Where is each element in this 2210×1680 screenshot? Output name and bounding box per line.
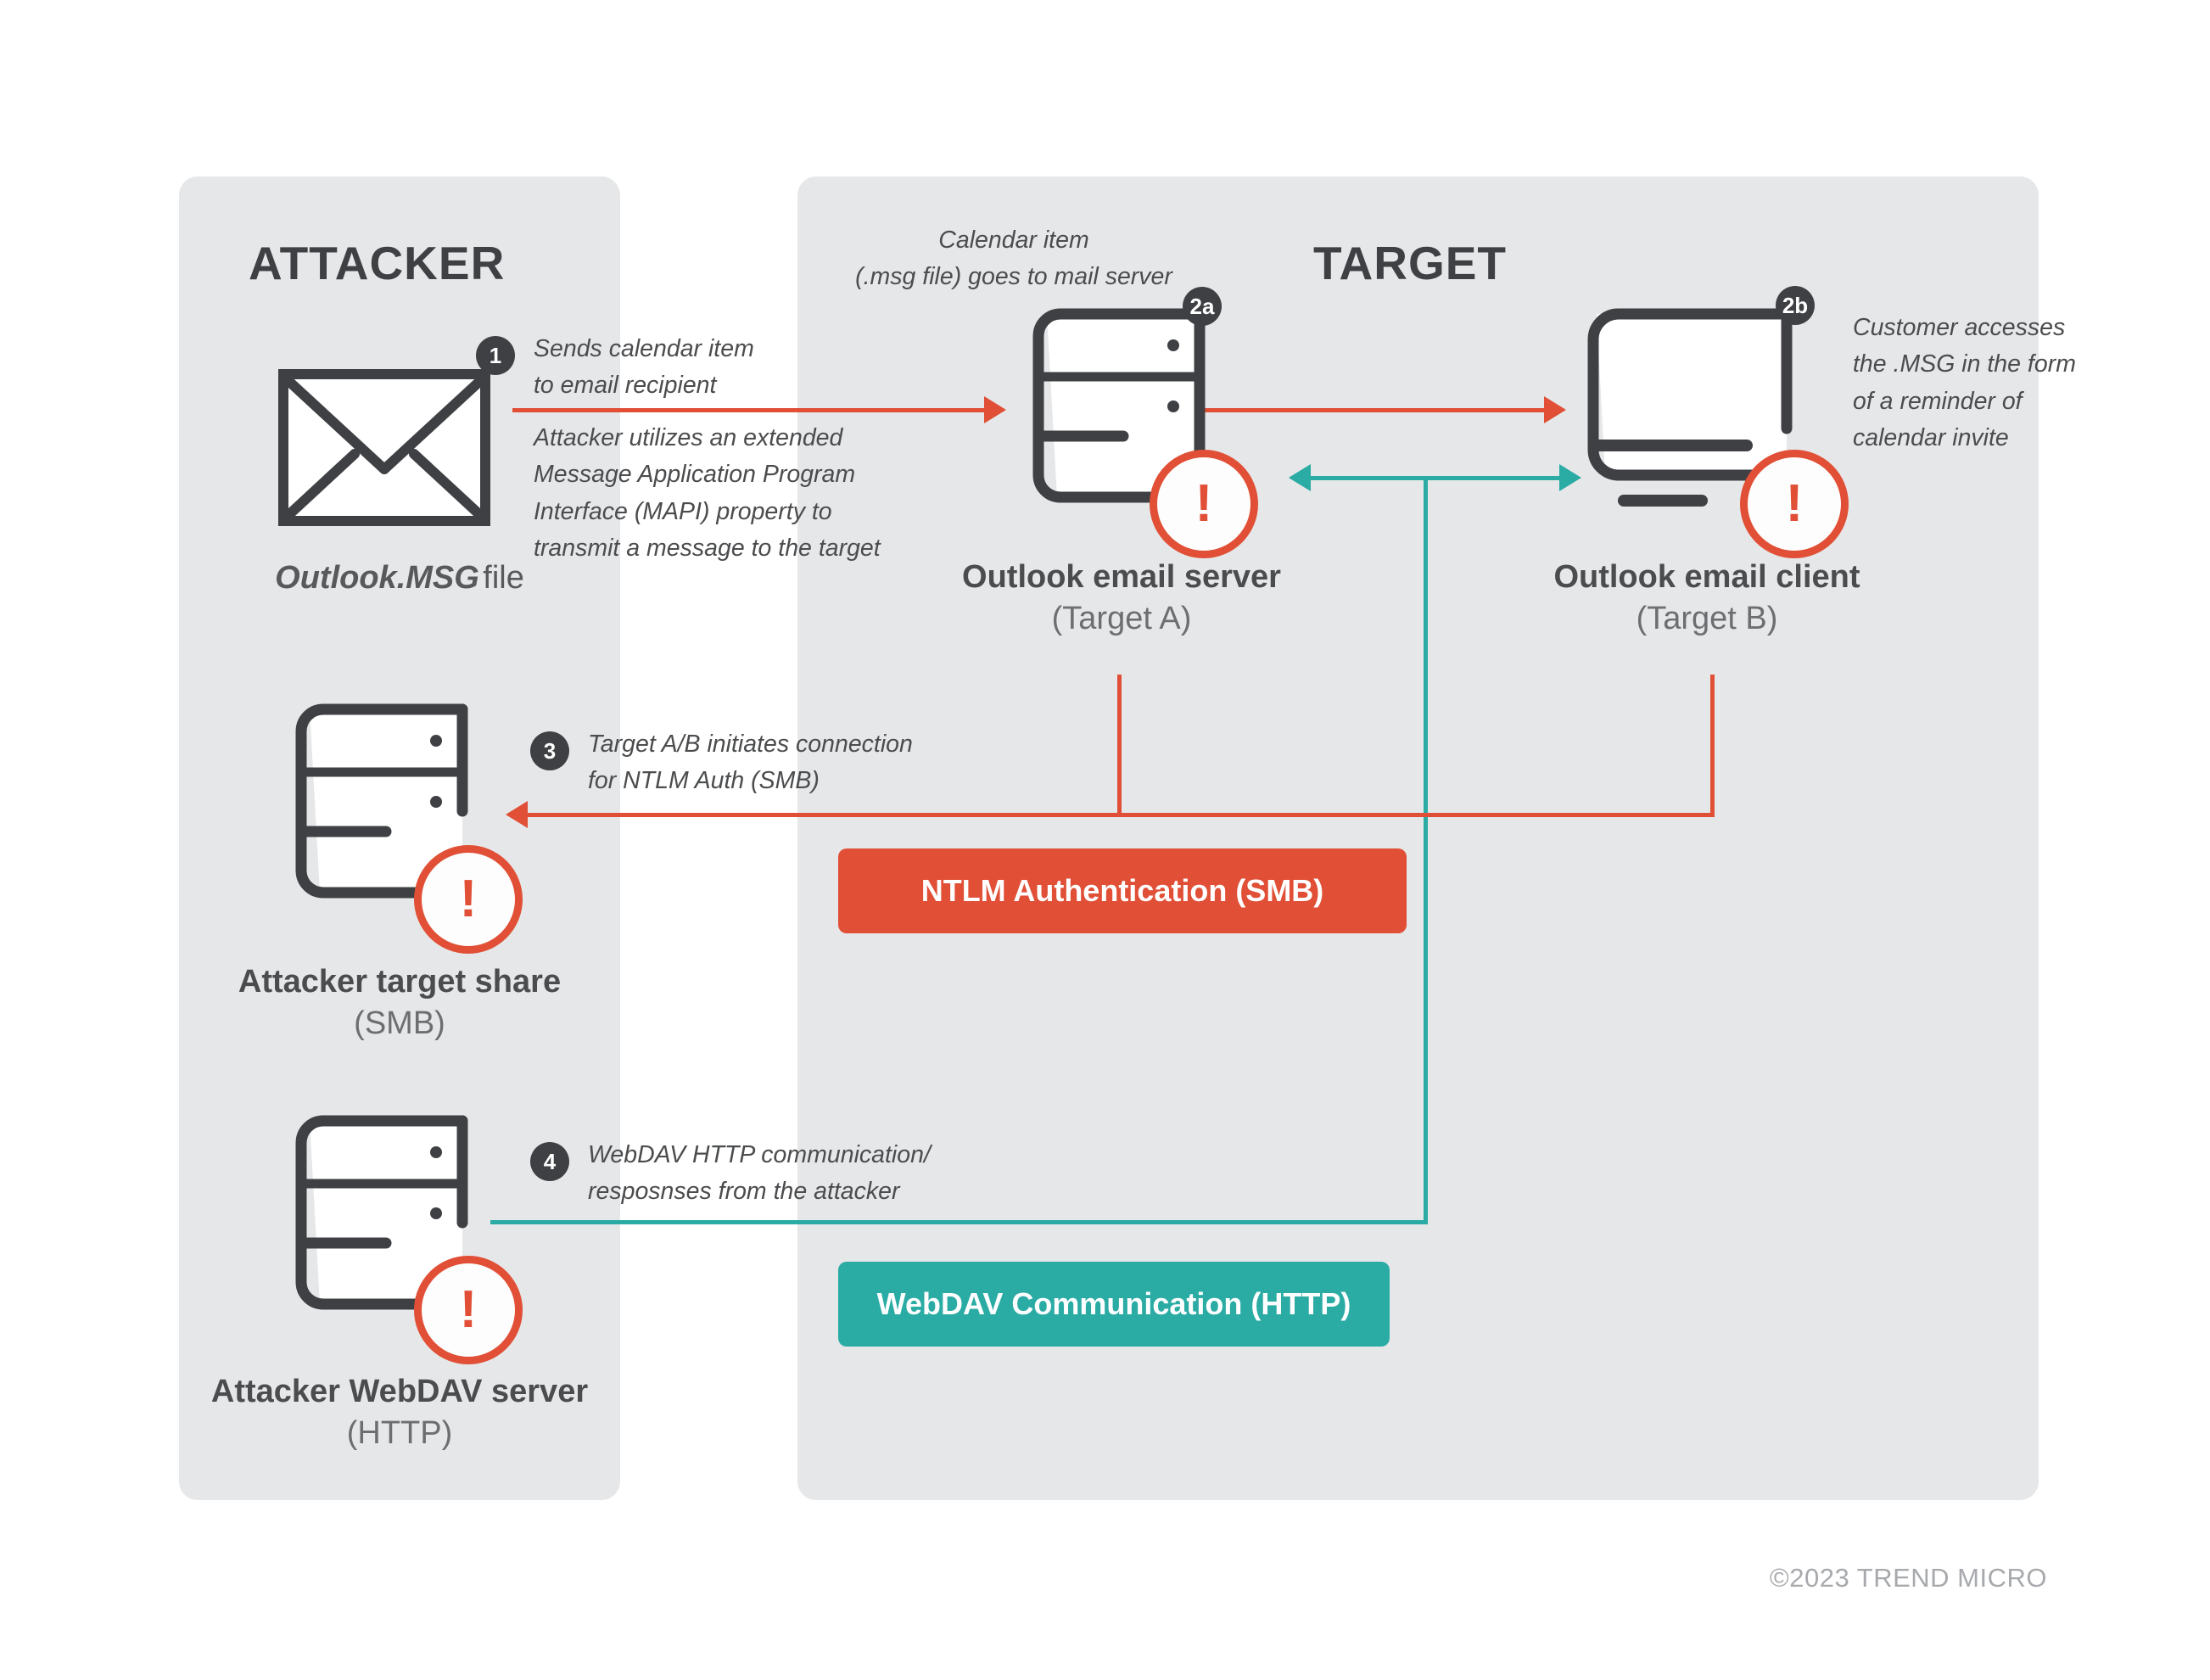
annotation-step-4: WebDAV HTTP communication/ resposnses fr… [588, 1141, 931, 1206]
copyright-text: ©2023 TREND MICRO [1769, 1563, 2047, 1593]
node-label-line2: (HTTP) [346, 1414, 453, 1451]
node-label-line1: Attacker WebDAV server [210, 1374, 589, 1409]
arrowhead-server-to-client [1544, 396, 1566, 423]
server-icon-outlook-email-server [1032, 307, 1215, 504]
node-label-outlook-email-server: Outlook email server (Target A) [916, 557, 1327, 639]
annotation-step-2b: Customer accesses the .MSG in the form o… [1853, 314, 2076, 451]
legend-pill-label: WebDAV Communication (HTTP) [876, 1286, 1351, 1321]
warning-icon-outlook-email-server: ! [1150, 450, 1258, 558]
node-label-line1: Outlook email server [962, 559, 1281, 595]
step-badge-3: 3 [530, 731, 569, 770]
step-badge-4: 4 [530, 1142, 569, 1181]
node-label-line1: Outlook.MSG [275, 560, 479, 596]
warning-glyph: ! [1785, 474, 1804, 533]
connector-webdav-vertical [1424, 476, 1428, 1223]
node-label-line2: (Target B) [1636, 600, 1778, 636]
connector-to-smb-share [526, 813, 1715, 817]
connector-webdav-bidirectional [1311, 476, 1565, 480]
warning-icon-outlook-email-client: ! [1740, 450, 1849, 558]
connector-attacker-to-server [512, 408, 994, 412]
target-zone-title: TARGET [1313, 237, 1508, 289]
node-label-line2: file [483, 560, 524, 596]
arrowhead-to-smb-share [506, 801, 528, 828]
node-label-line2: (Target A) [1051, 600, 1192, 636]
warning-icon-attacker-webdav-server: ! [414, 1256, 523, 1364]
node-label-attacker-webdav-server: Attacker WebDAV server (HTTP) [162, 1371, 637, 1453]
connector-server-down [1117, 675, 1122, 817]
arrowhead-webdav-right [1559, 464, 1581, 491]
annotation-step-3: Target A/B initiates connection for NTLM… [588, 731, 913, 795]
annotation-step-1: Sends calendar item to email recipient [534, 335, 754, 400]
annotation-step-2a: Calendar item (.msg file) goes to mail s… [855, 227, 1172, 291]
connector-webdav-to-attacker [490, 1220, 1428, 1224]
connector-server-to-client [1200, 408, 1554, 412]
arrowhead-attacker-to-server [984, 396, 1006, 423]
warning-icon-attacker-target-share: ! [414, 845, 523, 954]
node-label-line1: Attacker target share [238, 964, 562, 1000]
warning-glyph: ! [459, 1280, 478, 1339]
connector-client-down [1710, 675, 1715, 817]
monitor-icon-outlook-email-client [1583, 305, 1805, 518]
warning-glyph: ! [459, 870, 478, 928]
legend-pill-label: NTLM Authentication (SMB) [920, 873, 1324, 908]
node-label-attacker-target-share: Attacker target share (SMB) [179, 961, 620, 1044]
step-badge-2b: 2b [1776, 286, 1815, 325]
node-label-line1: Outlook email client [1553, 559, 1860, 595]
annotation-mapi-note: Attacker utilizes an extended Message Ap… [534, 424, 881, 562]
warning-glyph: ! [1195, 474, 1213, 533]
node-label-outlook-msg-file: Outlook.MSG file [179, 557, 620, 599]
envelope-icon [278, 369, 490, 526]
step-badge-2a: 2a [1183, 287, 1222, 326]
attacker-zone-title: ATTACKER [249, 237, 506, 289]
server-icon-attacker-target-share [294, 703, 478, 899]
legend-pill-ntlm-auth-smb: NTLM Authentication (SMB) [838, 848, 1407, 933]
legend-pill-webdav-http: WebDAV Communication (HTTP) [838, 1262, 1390, 1347]
step-badge-1: 1 [476, 336, 515, 375]
node-label-line2: (SMB) [354, 1005, 445, 1041]
server-icon-attacker-webdav-server [294, 1114, 478, 1311]
arrowhead-webdav-left [1289, 464, 1311, 491]
node-label-outlook-email-client: Outlook email client (Target B) [1502, 557, 1912, 639]
